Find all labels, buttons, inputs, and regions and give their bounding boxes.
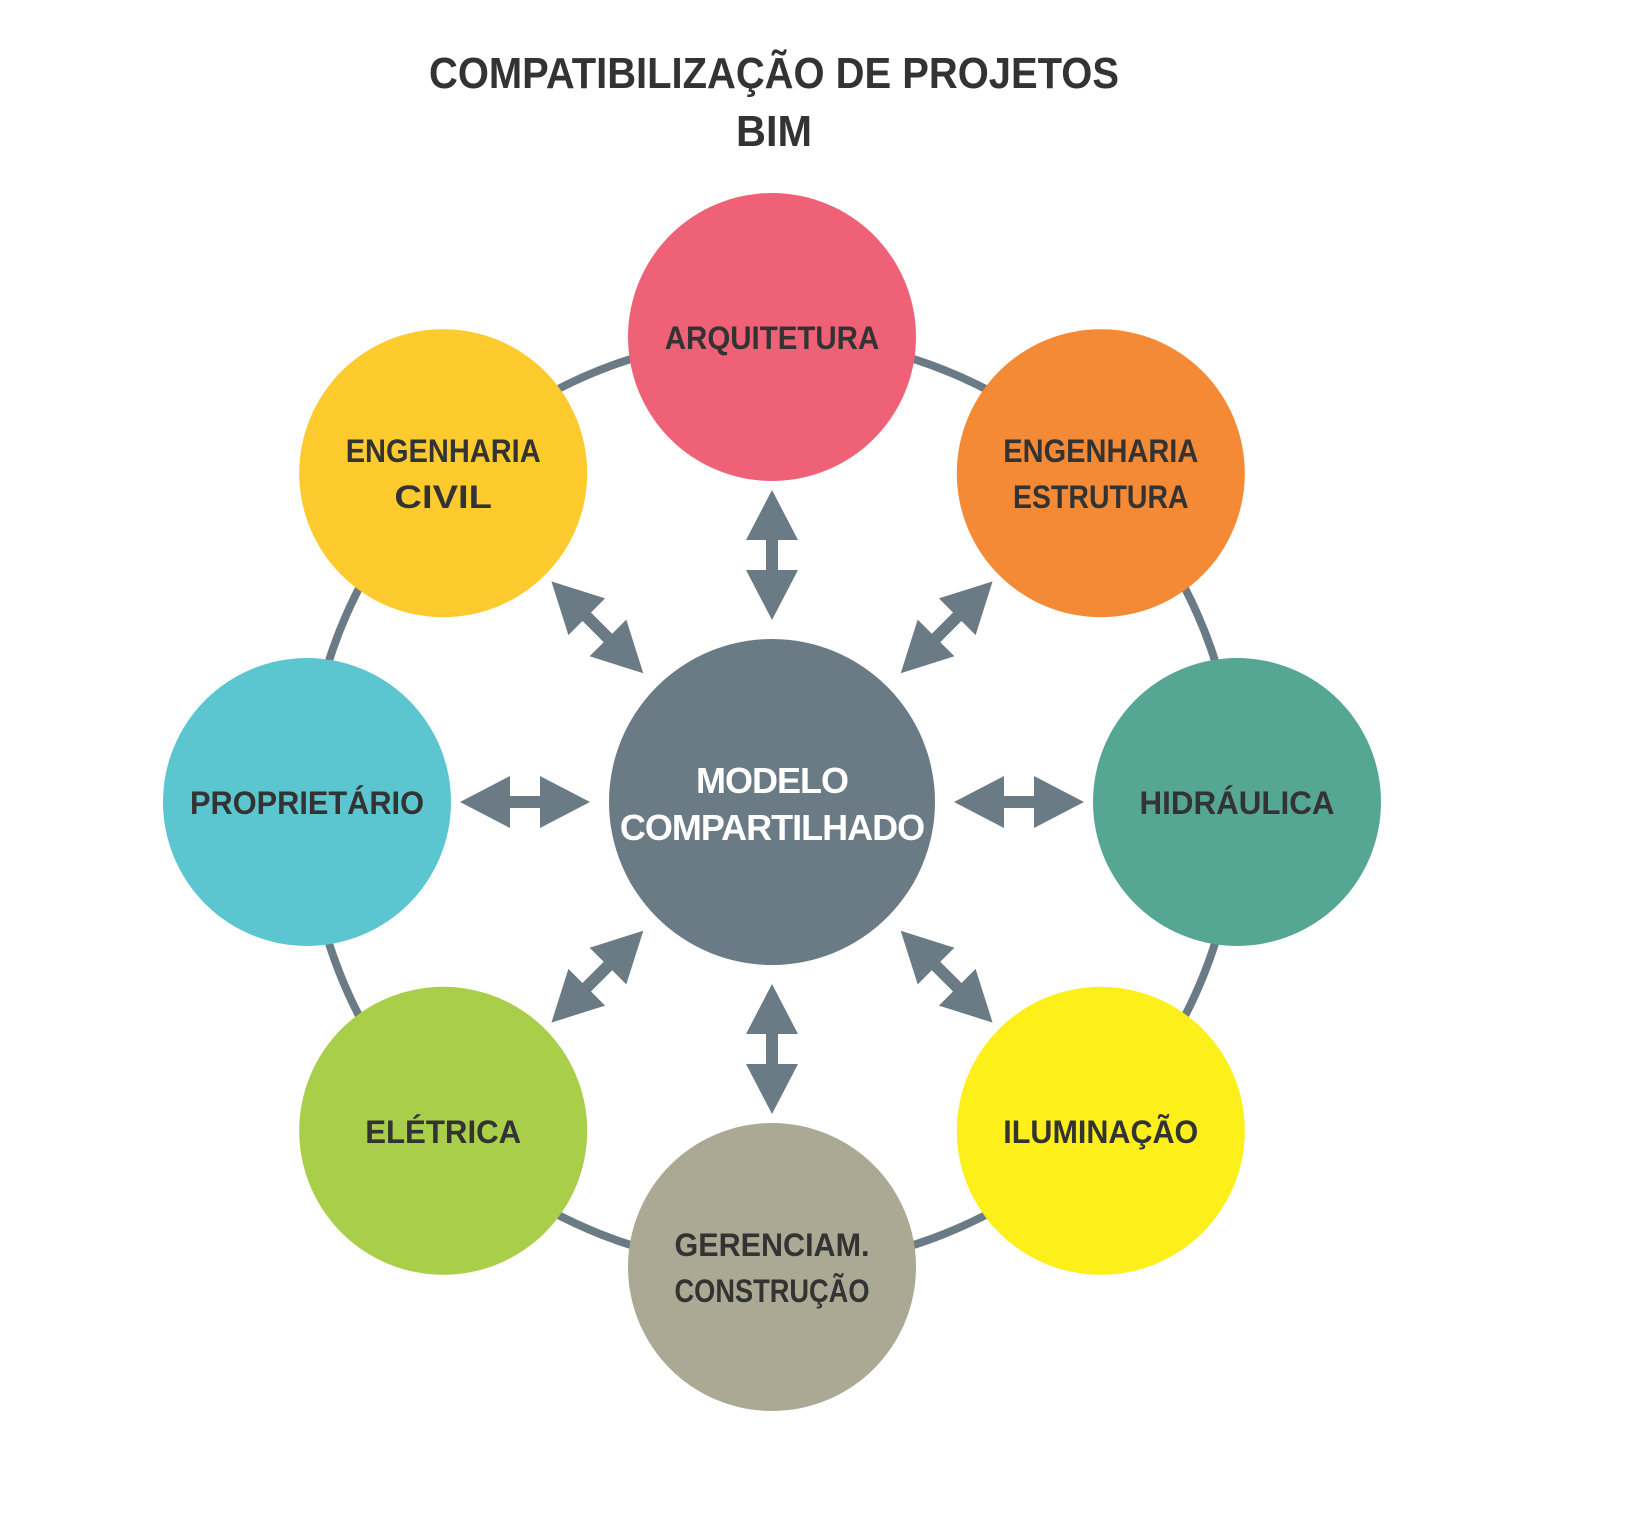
double-arrow-engenharia-estrutura xyxy=(900,581,993,674)
nodes-group: ARQUITETURA ENGENHARIA ESTRUTURA HIDRÁULICA… xyxy=(163,193,1381,1411)
double-arrow-arquitetura xyxy=(746,490,798,620)
node-label-engenharia-civil-line-2: CIVIL xyxy=(394,479,492,515)
double-arrow-eletrica xyxy=(551,930,644,1023)
node-engenharia-estrutura xyxy=(956,329,1245,618)
double-arrow-gerenciam-construcao xyxy=(746,984,798,1114)
double-arrow-iluminacao xyxy=(900,930,993,1023)
center-label-line-2: COMPARTILHADO xyxy=(620,807,924,848)
node-label-hidraulica-line-1: HIDRÁULICA xyxy=(1140,785,1335,821)
node-gerenciam-construcao xyxy=(628,1123,916,1411)
node-arquitetura xyxy=(628,193,916,481)
node-label-engenharia-civil-line-1: ENGENHARIA xyxy=(346,433,541,469)
double-arrow-engenharia-civil xyxy=(551,581,644,674)
node-iluminacao xyxy=(956,986,1245,1275)
node-engenharia-civil xyxy=(299,329,588,618)
node-label-proprietario-line-1: PROPRIETÁRIO xyxy=(190,785,424,821)
double-arrow-hidraulica xyxy=(954,776,1084,828)
node-label-engenharia-estrutura-line-2: ESTRUTURA xyxy=(1013,479,1189,515)
node-label-iluminacao-line-1: ILUMINAÇÃO xyxy=(1003,1114,1198,1150)
center-label-line-1: MODELO xyxy=(696,760,848,801)
center-node-modelo-compartilhado xyxy=(609,639,935,965)
title-line-2: BIM xyxy=(736,107,812,156)
arrows-group xyxy=(460,490,1084,1114)
node-label-engenharia-estrutura-line-1: ENGENHARIA xyxy=(1003,433,1198,469)
node-label-arquitetura-line-1: ARQUITETURA xyxy=(665,320,880,356)
node-label-eletrica-line-1: ELÉTRICA xyxy=(365,1114,521,1150)
node-eletrica xyxy=(299,986,588,1275)
node-label-gerenciam-construcao-line-2: CONSTRUÇÃO xyxy=(675,1273,870,1309)
double-arrow-proprietario xyxy=(460,776,590,828)
node-proprietario xyxy=(163,658,451,946)
node-label-gerenciam-construcao-line-1: GERENCIAM. xyxy=(675,1227,870,1263)
node-hidraulica xyxy=(1093,658,1381,946)
title-line-1: COMPATIBILIZAÇÃO DE PROJETOS xyxy=(429,48,1119,98)
